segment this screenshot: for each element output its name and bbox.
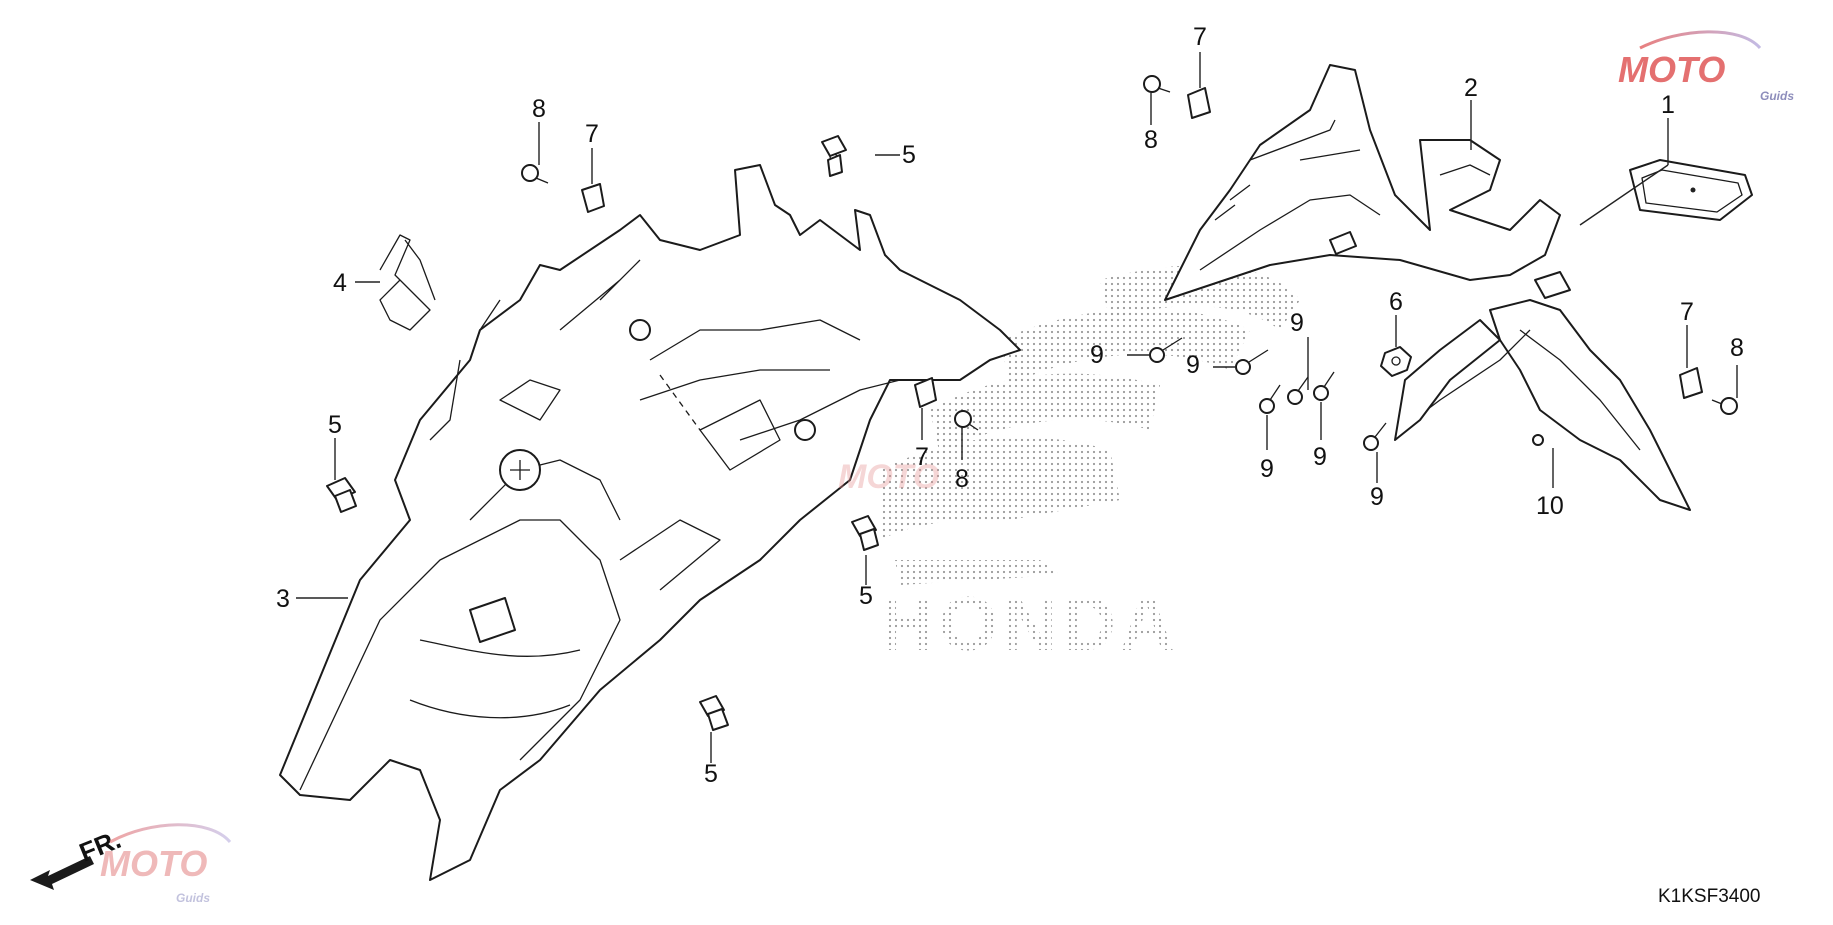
callout-8-b: 8 (955, 465, 969, 493)
rear-inner-fender (279, 164, 1021, 881)
moto-logo-text-center: MOTO (838, 458, 939, 496)
callout-9-a: 9 (1090, 341, 1104, 369)
screw-8-d (1711, 397, 1738, 415)
moto-logo-subtext: Guids (1760, 89, 1794, 103)
callout-9-e: 9 (1313, 443, 1327, 471)
callout-leaders (296, 52, 1738, 763)
callout-5-top: 5 (902, 141, 916, 169)
clip-7-a (581, 183, 605, 213)
rear-fender-extension (1394, 271, 1691, 511)
callout-4: 4 (333, 269, 347, 297)
callout-9-b: 9 (1186, 351, 1200, 379)
bolt-5-top (821, 135, 847, 177)
bolt-5-middle (851, 515, 879, 551)
callout-8-d: 8 (1730, 334, 1744, 362)
callout-3: 3 (276, 585, 290, 613)
fasteners (326, 75, 1738, 731)
rear-fender-upper (1164, 64, 1561, 301)
diagram-code: K1KSF3400 (1658, 886, 1760, 907)
callout-9-d: 9 (1260, 455, 1274, 483)
callout-8-a: 8 (532, 95, 546, 123)
callout-9-c: 9 (1290, 309, 1304, 337)
callout-9-f: 9 (1370, 483, 1384, 511)
moto-logo-text-bottom: MOTO (100, 843, 207, 884)
nut-6 (1380, 346, 1412, 377)
screw-8-b (954, 410, 979, 431)
callout-labels: 1 2 3 4 5 5 5 5 6 7 7 7 7 8 8 8 8 9 9 9 … (276, 23, 1744, 788)
rear-reflector (1629, 159, 1753, 221)
bolt-5-left (326, 477, 357, 513)
wire-clip (379, 234, 436, 331)
honda-brand-watermark: HONDA (880, 582, 1179, 667)
callout-10: 10 (1536, 492, 1564, 520)
callout-7-c: 7 (1193, 23, 1207, 51)
callout-2: 2 (1464, 74, 1478, 102)
moto-logo-subtext-bottom: Guids (176, 891, 210, 905)
callout-6: 6 (1389, 288, 1403, 316)
clip-7-b (914, 377, 937, 408)
screw-8-c (1143, 75, 1171, 93)
screw-8-a (521, 164, 549, 184)
callout-1: 1 (1661, 91, 1675, 119)
callout-7-a: 7 (585, 120, 599, 148)
clip-7-c (1187, 87, 1211, 119)
callout-8-c: 8 (1144, 126, 1158, 154)
callout-7-b: 7 (915, 443, 929, 471)
moto-watermark-bottom: MOTO Guids (100, 823, 232, 905)
callout-5-bottom: 5 (704, 760, 718, 788)
moto-watermark-center: MOTO (838, 458, 939, 496)
clip-7-d (1679, 367, 1703, 399)
callout-5-middle: 5 (859, 582, 873, 610)
screw-9-group (1149, 337, 1387, 451)
callout-7-d: 7 (1680, 298, 1694, 326)
honda-wing-watermark: HONDA (880, 265, 1300, 667)
bolt-5-bottom (699, 695, 729, 731)
moto-logo-text: MOTO (1618, 49, 1725, 90)
callout-5-left: 5 (328, 411, 342, 439)
moto-watermark-top: MOTO Guids (1618, 30, 1794, 103)
